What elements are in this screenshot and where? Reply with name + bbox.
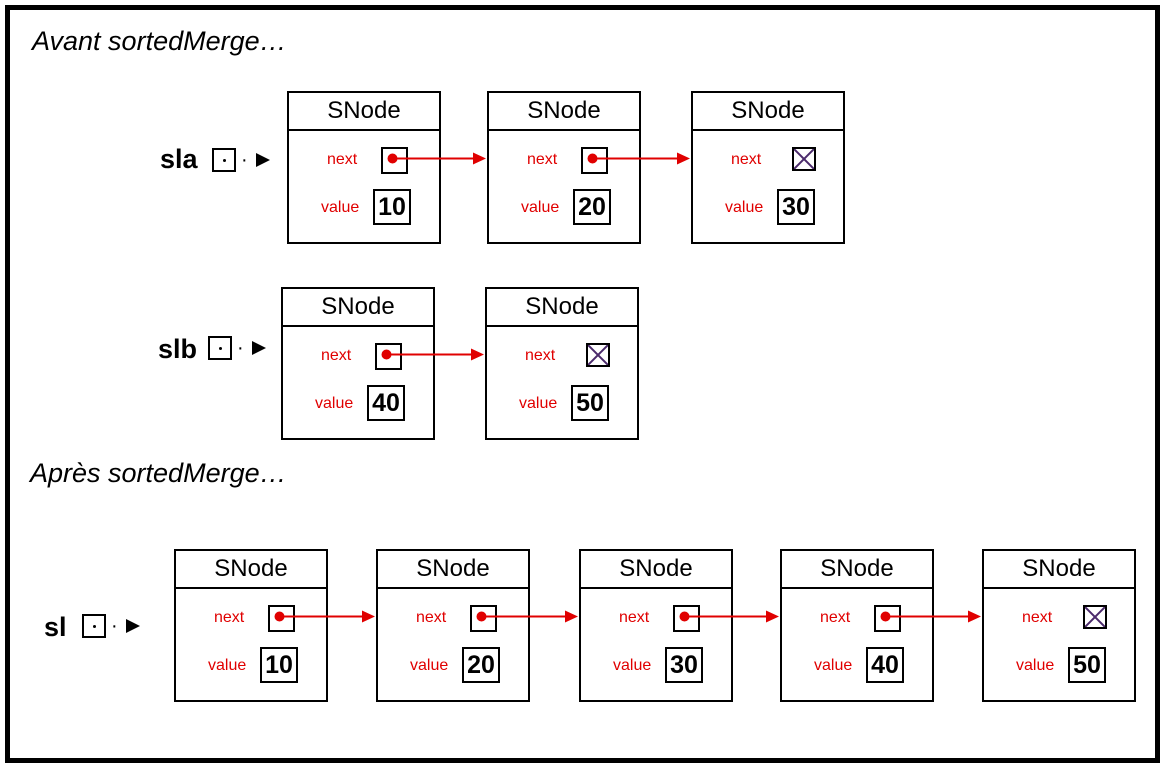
node-value: 20	[573, 189, 611, 225]
snode-type-label: SNode	[176, 551, 326, 589]
next-field-label: next	[327, 151, 358, 168]
node-value: 50	[571, 385, 609, 421]
next-field-label: next	[731, 151, 762, 168]
null-cross-icon	[794, 149, 814, 169]
value-field-label: value	[725, 199, 764, 216]
next-field-label: next	[820, 609, 851, 626]
value-field-label: value	[613, 657, 652, 674]
next-pointer-box	[470, 605, 497, 632]
next-pointer-box	[375, 343, 402, 370]
snode: SNode next value 20	[487, 91, 641, 244]
head-pointer-box	[82, 614, 106, 638]
next-pointer-box	[874, 605, 901, 632]
next-field-label: next	[525, 347, 556, 364]
list-variable-sla: sla	[160, 144, 198, 174]
head-pointer-arrowhead	[126, 619, 140, 633]
snode-type-label: SNode	[283, 289, 433, 327]
value-field-label: value	[1016, 657, 1055, 674]
snode-type-label: SNode	[581, 551, 731, 589]
next-field-label: next	[619, 609, 650, 626]
null-pointer-icon	[586, 343, 610, 367]
title-after: Après sortedMerge…	[30, 458, 287, 488]
snode: SNode next value 40	[780, 549, 934, 702]
snode-type-label: SNode	[289, 93, 439, 131]
value-field-label: value	[315, 395, 354, 412]
head-pointer-arrowhead	[252, 341, 266, 355]
snode-type-label: SNode	[984, 551, 1134, 589]
snode: SNode next value 30	[579, 549, 733, 702]
snode: SNode next value 20	[376, 549, 530, 702]
node-value: 10	[373, 189, 411, 225]
null-cross-icon	[588, 345, 608, 365]
snode: SNode next value 10	[287, 91, 441, 244]
next-field-label: next	[214, 609, 245, 626]
node-value: 10	[260, 647, 298, 683]
next-pointer-box	[381, 147, 408, 174]
node-value: 40	[367, 385, 405, 421]
value-field-label: value	[519, 395, 558, 412]
pointer-dots: ·	[241, 149, 248, 171]
next-field-label: next	[527, 151, 558, 168]
head-pointer-box	[212, 148, 236, 172]
snode-type-label: SNode	[782, 551, 932, 589]
snode-type-label: SNode	[489, 93, 639, 131]
list-variable-slb: slb	[158, 334, 198, 364]
value-field-label: value	[410, 657, 449, 674]
next-field-label: next	[1022, 609, 1053, 626]
node-value: 30	[777, 189, 815, 225]
next-pointer-box	[268, 605, 295, 632]
pointer-dots: ·	[111, 615, 118, 637]
node-value: 50	[1068, 647, 1106, 683]
null-cross-line	[794, 149, 814, 169]
value-field-label: value	[521, 199, 560, 216]
null-cross-line	[1085, 607, 1105, 627]
next-field-label: next	[416, 609, 447, 626]
pointer-dots: ·	[237, 337, 244, 359]
snode-type-label: SNode	[378, 551, 528, 589]
list-variable-sl: sl	[44, 612, 67, 642]
snode: SNode next value 50	[982, 549, 1136, 702]
null-cross-icon	[1085, 607, 1105, 627]
node-value: 20	[462, 647, 500, 683]
snode-type-label: SNode	[487, 289, 637, 327]
value-field-label: value	[814, 657, 853, 674]
null-pointer-icon	[1083, 605, 1107, 629]
null-pointer-icon	[792, 147, 816, 171]
value-field-label: value	[208, 657, 247, 674]
head-pointer-arrowhead	[256, 153, 270, 167]
head-pointer-box	[208, 336, 232, 360]
title-before: Avant sortedMerge…	[32, 26, 287, 56]
next-pointer-box	[673, 605, 700, 632]
snode-type-label: SNode	[693, 93, 843, 131]
snode: SNode next value 50	[485, 287, 639, 440]
node-value: 30	[665, 647, 703, 683]
next-field-label: next	[321, 347, 352, 364]
snode: SNode next value 10	[174, 549, 328, 702]
value-field-label: value	[321, 199, 360, 216]
snode: SNode next value 40	[281, 287, 435, 440]
snode: SNode next value 30	[691, 91, 845, 244]
next-pointer-box	[581, 147, 608, 174]
node-value: 40	[866, 647, 904, 683]
null-cross-line	[588, 345, 608, 365]
